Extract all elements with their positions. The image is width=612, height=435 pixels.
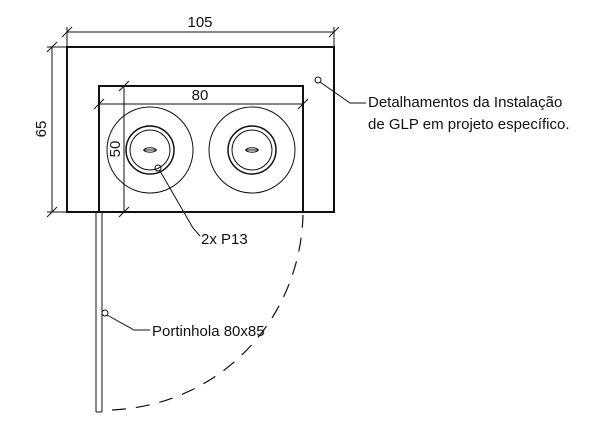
door-leader [101,309,150,331]
dimension-105: 105 [61,14,340,46]
door-label: Portinhola 80x85 [152,323,265,340]
dimension-80: 80 [93,87,309,110]
dimension-50-label: 50 [107,141,124,158]
cylinders-label: 2x P13 [201,231,248,248]
outer-enclosure [66,46,335,213]
dimension-50: 50 [107,80,130,218]
glp-note-line2: de GLP em projeto específico. [368,116,570,133]
gas-cylinder-right [208,106,296,194]
door-leaf [95,212,103,413]
dimension-105-label: 105 [187,14,212,31]
cylinders-leader [154,164,201,237]
glp-note-leader [314,76,366,104]
gas-cylinder-left [106,106,194,194]
door-swing-arc [111,214,304,411]
glp-note-line1: Detalhamentos da Instalação [368,94,562,111]
dimension-65: 65 [33,41,66,218]
inner-compartment [98,85,304,213]
dimension-65-label: 65 [33,121,50,138]
dimension-80-label: 80 [192,87,209,104]
